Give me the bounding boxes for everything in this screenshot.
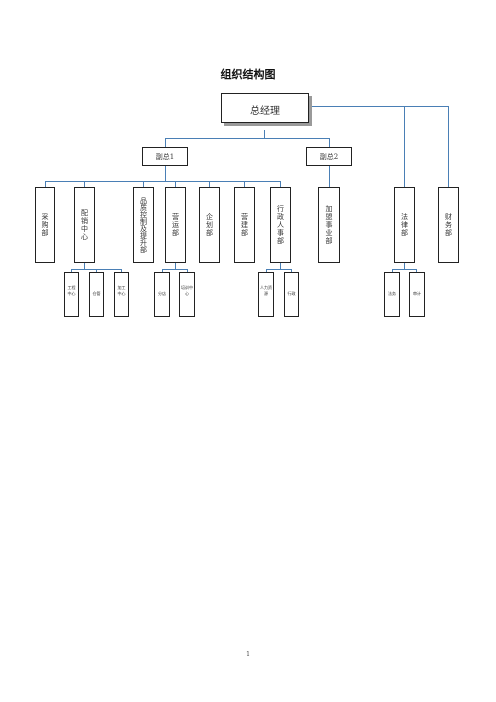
- dept-finance: 财务部: [438, 187, 459, 263]
- subunit-label: 行政: [287, 291, 296, 296]
- dept-construction: 营建部: [234, 187, 255, 263]
- deputy-2-label: 副总2: [319, 153, 339, 161]
- subunit-label: 审计: [413, 291, 421, 296]
- dept-operations: 营运部: [165, 187, 186, 263]
- dept-label: 加盟事业部: [325, 205, 333, 245]
- subunit-label: 仓管: [92, 291, 101, 296]
- subunit-engineering-center: 工程中心: [64, 272, 79, 317]
- dept-label: 品质控制及提升部: [139, 197, 148, 253]
- dept-legal: 法律部: [394, 187, 415, 263]
- subunit-legal-affairs: 法务: [384, 272, 400, 317]
- chart-title: 组织结构图: [220, 68, 276, 81]
- subunit-label: 人力资源: [260, 285, 272, 296]
- dept-label: 采购部: [41, 213, 49, 237]
- dept-quality-control: 品质控制及提升部: [133, 187, 154, 263]
- dept-franchise: 加盟事业部: [318, 187, 340, 263]
- deputy-1-label: 副总1: [155, 153, 175, 161]
- dept-planning: 企划部: [199, 187, 220, 263]
- dept-label: 营运部: [171, 213, 180, 237]
- dept-procurement: 采购部: [35, 187, 55, 263]
- subunit-human-resources: 人力资源: [258, 272, 274, 317]
- page-number: 1: [246, 651, 250, 658]
- subunit-warehouse: 仓管: [89, 272, 104, 317]
- subunit-label: 法务: [388, 291, 396, 296]
- deputy-2-node: 副总2: [306, 147, 352, 166]
- subunit-processing-center: 加工中心: [114, 272, 129, 317]
- subunit-label: 加工中心: [117, 285, 126, 296]
- subunit-label: 工程中心: [67, 285, 76, 296]
- dept-distribution-center: 配销中心: [74, 187, 95, 263]
- subunit-training-center: 培训中心: [179, 272, 195, 317]
- subunit-label: 分店: [158, 291, 166, 296]
- dept-label: 营建部: [240, 213, 249, 237]
- ceo-node: 总经理: [221, 93, 309, 123]
- dept-label: 企划部: [205, 213, 214, 237]
- dept-label: 法律部: [400, 213, 409, 237]
- subunit-audit: 审计: [409, 272, 425, 317]
- dept-admin-hr: 行政人事部: [270, 187, 291, 263]
- dept-label: 配销中心: [80, 209, 89, 241]
- subunit-label: 培训中心: [181, 285, 193, 296]
- subunit-branch-stores: 分店: [154, 272, 170, 317]
- dept-label: 财务部: [444, 213, 453, 237]
- subunit-administration: 行政: [284, 272, 299, 317]
- dept-label: 行政人事部: [276, 205, 285, 245]
- ceo-label: 总经理: [250, 106, 280, 117]
- deputy-1-node: 副总1: [142, 147, 188, 166]
